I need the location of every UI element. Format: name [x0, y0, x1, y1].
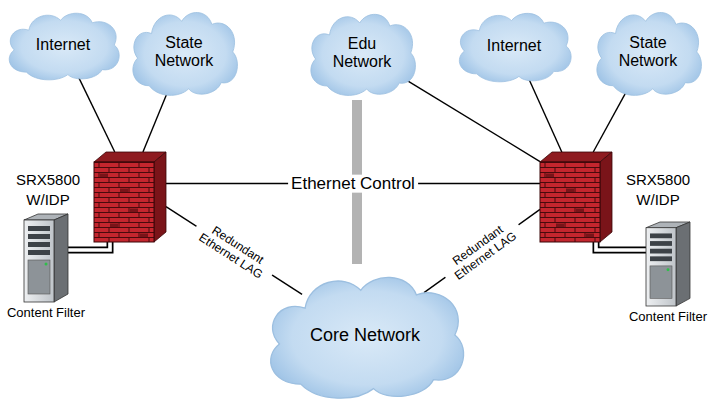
network-name: Internet	[36, 36, 90, 54]
server-label: Content Filter	[7, 305, 85, 322]
link-line	[424, 209, 540, 292]
server-front	[646, 228, 676, 306]
brick-shade	[546, 174, 554, 178]
brick-shade	[120, 189, 128, 193]
cloud-outline	[597, 12, 702, 95]
network-link	[68, 242, 110, 250]
firewall-device: SRX5800 W/IDP	[94, 152, 166, 242]
network-name: State Network	[612, 34, 684, 71]
cloud-outline	[133, 12, 238, 95]
link-line	[77, 74, 115, 152]
link-line	[593, 86, 629, 152]
network-cloud: Internet	[452, 8, 576, 84]
firewall-device: SRX5800 W/IDP	[540, 152, 612, 242]
network-link	[77, 74, 115, 152]
network-name: State Network	[148, 34, 220, 71]
drive-bay	[650, 256, 672, 261]
cloud-outline	[271, 277, 464, 398]
firewall-front	[94, 162, 154, 242]
brick-shade	[566, 189, 574, 193]
network-cloud: State Network	[126, 6, 242, 98]
server-label: Content Filter	[629, 309, 707, 326]
drive-bay	[28, 226, 50, 231]
server-side	[676, 222, 690, 306]
network-name: Core Network	[310, 325, 420, 346]
cloud-outline	[459, 13, 571, 81]
network-link	[527, 76, 561, 152]
brick-shade	[100, 174, 108, 178]
firewall-side	[154, 152, 166, 242]
brick-shade	[556, 224, 564, 228]
network-cloud: Core Network	[258, 268, 472, 402]
brick-shade	[576, 209, 584, 213]
server-front	[24, 220, 54, 302]
server-panel	[650, 266, 672, 298]
link-label: Redundant Ethernet LAG	[189, 215, 279, 286]
link-label: Redundant Ethernet LAG	[438, 214, 526, 288]
server-side	[54, 214, 68, 302]
network-link	[143, 87, 170, 152]
drive-bay	[28, 242, 50, 247]
link-line	[401, 77, 540, 162]
link-line	[166, 207, 302, 295]
network-link	[166, 207, 302, 295]
server-shape	[24, 214, 68, 302]
network-cloud: State Network	[590, 6, 706, 98]
network-name: Internet	[487, 37, 541, 55]
link-label: Ethernet Control	[288, 174, 418, 193]
link-line	[527, 76, 561, 152]
server-shape	[646, 222, 690, 306]
drive-bay	[650, 249, 672, 254]
brick-shade	[140, 234, 148, 238]
cable-outer	[596, 242, 646, 250]
firewall-front	[540, 162, 600, 242]
brick-shade	[110, 224, 118, 228]
drive-bay	[28, 250, 50, 255]
drive-bay	[650, 233, 672, 238]
server-device: Content Filter	[646, 222, 690, 306]
device-label: SRX5800 W/IDP	[6, 170, 90, 209]
cable-gap	[68, 242, 110, 250]
link-line	[143, 87, 170, 152]
firewall-shape	[94, 152, 166, 242]
network-link	[593, 86, 629, 152]
server-device: Content Filter	[24, 214, 68, 302]
cloud-outline	[9, 13, 119, 80]
network-cloud: Internet	[2, 8, 124, 82]
firewall-shape	[540, 152, 612, 242]
network-cloud: Edu Network	[304, 8, 420, 98]
cable-gap	[596, 242, 646, 250]
cable-outer	[68, 242, 110, 250]
device-label: SRX5800 W/IDP	[616, 170, 700, 209]
network-link	[596, 242, 646, 250]
network-link	[424, 209, 540, 292]
server-panel	[28, 260, 50, 294]
drive-bay	[28, 234, 50, 239]
network-link	[401, 77, 540, 162]
brick-shade	[130, 209, 138, 213]
drive-bay	[650, 241, 672, 246]
network-name: Edu Network	[326, 35, 398, 72]
cloud-outline	[311, 14, 416, 95]
status-led	[45, 263, 48, 266]
status-led	[667, 268, 670, 271]
brick-shade	[586, 234, 594, 238]
firewall-side	[600, 152, 612, 242]
